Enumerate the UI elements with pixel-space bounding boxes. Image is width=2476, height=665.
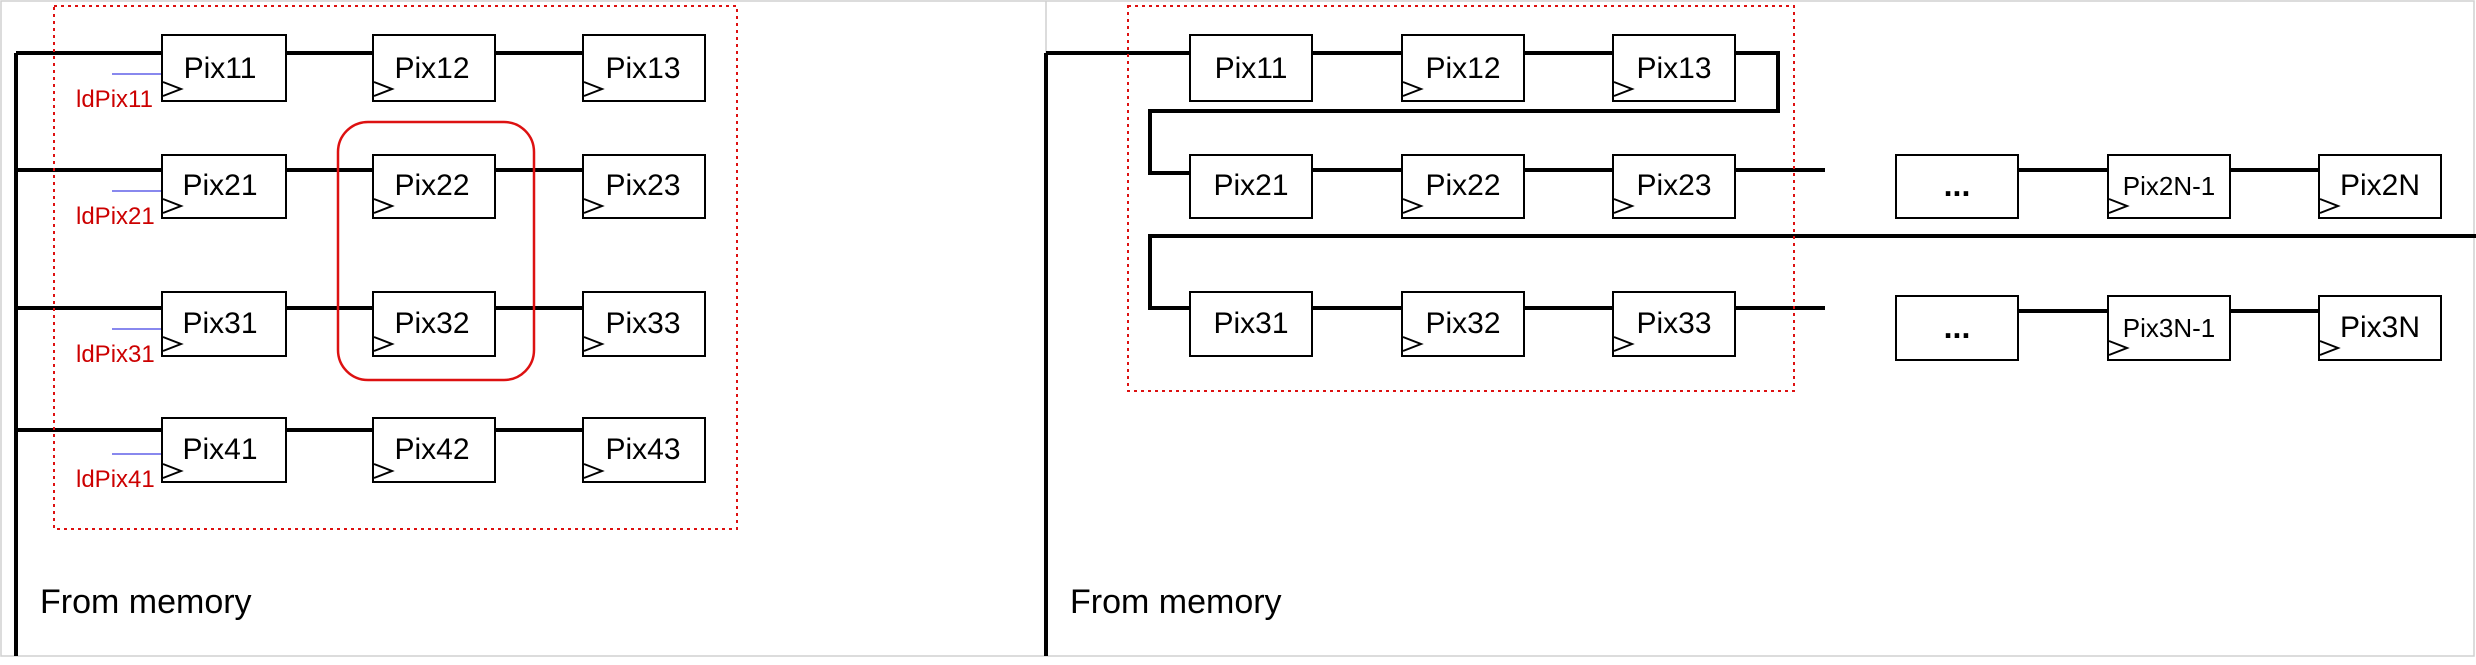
clock-triangle-icon (1402, 198, 1424, 214)
clock-triangle-icon (162, 463, 184, 479)
clock-triangle-icon (583, 336, 605, 352)
pixel-label: Pix21 (182, 169, 257, 202)
pixel-label: Pix21 (1213, 169, 1288, 202)
load-label: ldPix21 (76, 203, 155, 230)
pixel-label: Pix13 (1636, 52, 1711, 85)
pixel-label: Pix31 (182, 307, 257, 340)
clock-triangle-icon (162, 198, 184, 214)
pixel-label: Pix22 (1425, 169, 1500, 202)
pixel-label: Pix23 (1636, 169, 1711, 202)
pixel-cell: Pix32 (372, 291, 496, 357)
pixel-label: Pix12 (394, 52, 469, 85)
clock-triangle-icon (2108, 340, 2130, 356)
pixel-label: Pix41 (182, 433, 257, 466)
ellipsis-cell: ... (1895, 295, 2019, 361)
footer-label: From memory (40, 583, 252, 621)
clock-triangle-icon (373, 81, 395, 97)
left-panel: ldPix11 ldPix21 ldPix31 ldPix41 Pix11 Pi… (14, 5, 738, 656)
load-label: ldPix31 (76, 341, 155, 368)
pixel-cell: Pix3N (2318, 295, 2442, 361)
clock-triangle-icon (583, 198, 605, 214)
pixel-label: Pix3N (2340, 311, 2420, 344)
clock-triangle-icon (2319, 340, 2341, 356)
pixel-cell: Pix33 (582, 291, 706, 357)
pixel-cell: Pix33 (1612, 291, 1736, 357)
pixel-label: Pix43 (605, 433, 680, 466)
pixel-label: Pix22 (394, 169, 469, 202)
clock-triangle-icon (2319, 198, 2341, 214)
pixel-cell: Pix42 (372, 417, 496, 483)
pixel-label: Pix23 (605, 169, 680, 202)
clock-triangle-icon (373, 336, 395, 352)
right-panel: Pix11 Pix12 Pix13 Pix21 Pix22 Pix23 (1044, 5, 2476, 656)
clock-triangle-icon (162, 81, 184, 97)
load-label: ldPix41 (76, 466, 155, 493)
clock-triangle-icon (1402, 81, 1424, 97)
pixel-cell: Pix22 (372, 154, 496, 219)
pixel-label: Pix13 (605, 52, 680, 85)
pixel-cell: Pix11 (161, 34, 287, 102)
pixel-cell: Pix11 (1189, 34, 1313, 102)
ellipsis-cell: ... (1895, 154, 2019, 219)
serpentine-wire (1148, 234, 2476, 310)
pixel-cell: Pix31 (161, 291, 287, 357)
clock-triangle-icon (373, 463, 395, 479)
pixel-label: Pix33 (605, 307, 680, 340)
pixel-label: Pix32 (394, 307, 469, 340)
clock-triangle-icon (1613, 198, 1635, 214)
pixel-cell: Pix43 (582, 417, 706, 483)
pixel-cell: Pix32 (1401, 291, 1525, 357)
highlight-column-box (336, 120, 536, 382)
pixel-cell: Pix13 (1612, 34, 1736, 102)
clock-triangle-icon (583, 81, 605, 97)
pixel-cell: Pix21 (161, 154, 287, 219)
clock-triangle-icon (373, 198, 395, 214)
pixel-cell: Pix13 (582, 34, 706, 102)
clock-triangle-icon (1613, 81, 1635, 97)
pixel-label: Pix11 (184, 52, 257, 85)
pixel-cell: Pix2N (2318, 154, 2442, 219)
pixel-label: Pix31 (1213, 307, 1288, 340)
pixel-label: Pix32 (1425, 307, 1500, 340)
pixel-cell: Pix21 (1189, 154, 1313, 219)
pixel-cell: Pix23 (1612, 154, 1736, 219)
clock-triangle-icon (1402, 336, 1424, 352)
clock-triangle-icon (2108, 198, 2130, 214)
pixel-label: Pix33 (1636, 307, 1711, 340)
window-region-dotted (53, 5, 738, 530)
pixel-cell: Pix3N-1 (2107, 295, 2231, 361)
pixel-cell: Pix22 (1401, 154, 1525, 219)
clock-triangle-icon (162, 336, 184, 352)
pixel-label: Pix3N-1 (2123, 313, 2215, 343)
pixel-cell: Pix23 (582, 154, 706, 219)
clock-triangle-icon (583, 463, 605, 479)
clock-triangle-icon (1613, 336, 1635, 352)
ellipsis-label: ... (1944, 309, 1971, 345)
pixel-cell: Pix41 (161, 417, 287, 483)
pixel-cell: Pix12 (372, 34, 496, 102)
pixel-label: Pix12 (1425, 52, 1500, 85)
pixel-label: Pix2N (2340, 169, 2420, 202)
pixel-cell: Pix31 (1189, 291, 1313, 357)
load-label: ldPix11 (76, 86, 153, 113)
ellipsis-label: ... (1944, 167, 1971, 203)
pixel-label: Pix11 (1215, 52, 1288, 85)
pixel-label: Pix42 (394, 433, 469, 466)
footer-label: From memory (1070, 583, 1282, 621)
pixel-cell: Pix12 (1401, 34, 1525, 102)
pixel-label: Pix2N-1 (2123, 171, 2215, 201)
pixel-cell: Pix2N-1 (2107, 154, 2231, 219)
